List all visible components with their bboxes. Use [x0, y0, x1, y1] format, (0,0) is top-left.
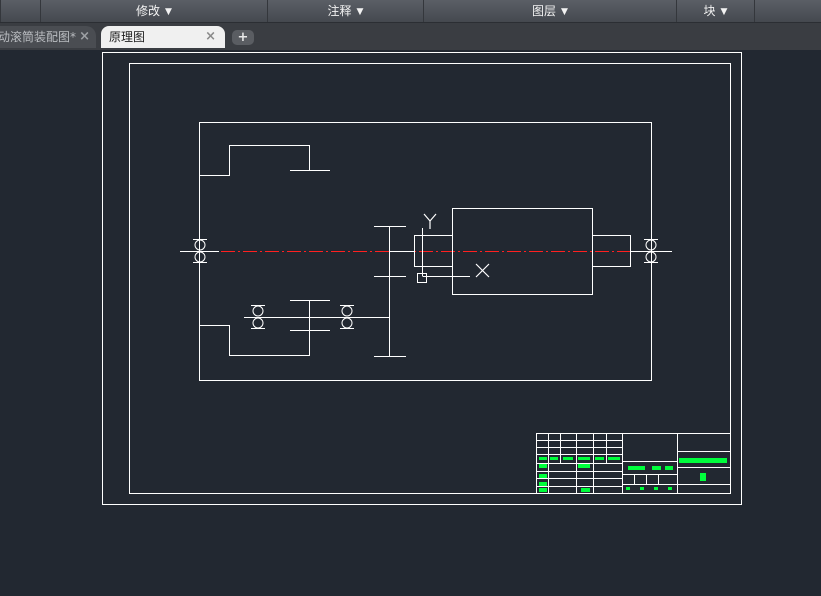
- tab-label: 原理图: [109, 30, 146, 44]
- panel-label-annotate: 注释: [327, 4, 352, 18]
- ribbon-panel-edge-right: [754, 0, 821, 22]
- ribbon-panel-layers[interactable]: 图层 ▼: [423, 0, 676, 22]
- tab-schematic[interactable]: 原理图 ×: [101, 26, 225, 48]
- close-icon[interactable]: ×: [79, 29, 90, 44]
- bearing-icon: [630, 239, 672, 263]
- dropdown-arrow-icon: ▼: [561, 7, 568, 17]
- upper-motor-block: [199, 145, 330, 176]
- panel-label-modify: 修改: [136, 4, 161, 18]
- tab-label: 动滚筒装配图*: [0, 30, 77, 44]
- paper-border: [102, 52, 742, 505]
- ribbon-panel-edge: [0, 0, 40, 22]
- drive-gear-shaft: [374, 226, 415, 357]
- panel-label-layers: 图层: [532, 4, 557, 18]
- bearing-icon: [340, 305, 354, 329]
- ribbon-panel-bar: 修改▼ 注释▼ 图层▼ 块▼: [0, 0, 821, 23]
- ucs-axis-icon: [423, 213, 490, 278]
- axis-label-y: Y: [423, 221, 424, 223]
- roller-drum: [414, 208, 631, 295]
- ribbon-panel-modify[interactable]: 修改 ▼: [40, 0, 267, 22]
- dropdown-arrow-icon: ▼: [165, 7, 172, 17]
- file-tab-bar: 动滚筒装配图* × 原理图 ×: [0, 23, 821, 50]
- close-icon[interactable]: ×: [205, 29, 216, 44]
- bearing-icon: [180, 239, 219, 263]
- ribbon-panel-block[interactable]: 块▼: [676, 0, 754, 22]
- tab-roller-assembly[interactable]: 动滚筒装配图* ×: [0, 26, 96, 48]
- drawing-canvas[interactable]: Y X: [0, 50, 821, 596]
- lower-gear-block: [199, 300, 390, 356]
- ribbon-panel-annotate[interactable]: 注释 ▼: [267, 0, 423, 22]
- new-tab-button[interactable]: +: [232, 30, 254, 45]
- dropdown-arrow-icon: ▼: [356, 7, 364, 17]
- title-block: [536, 433, 731, 494]
- panel-label-block: 块: [703, 4, 716, 18]
- dropdown-arrow-icon: ▼: [720, 7, 728, 17]
- bearing-icon: [251, 305, 265, 329]
- drawing-frame: [129, 63, 731, 494]
